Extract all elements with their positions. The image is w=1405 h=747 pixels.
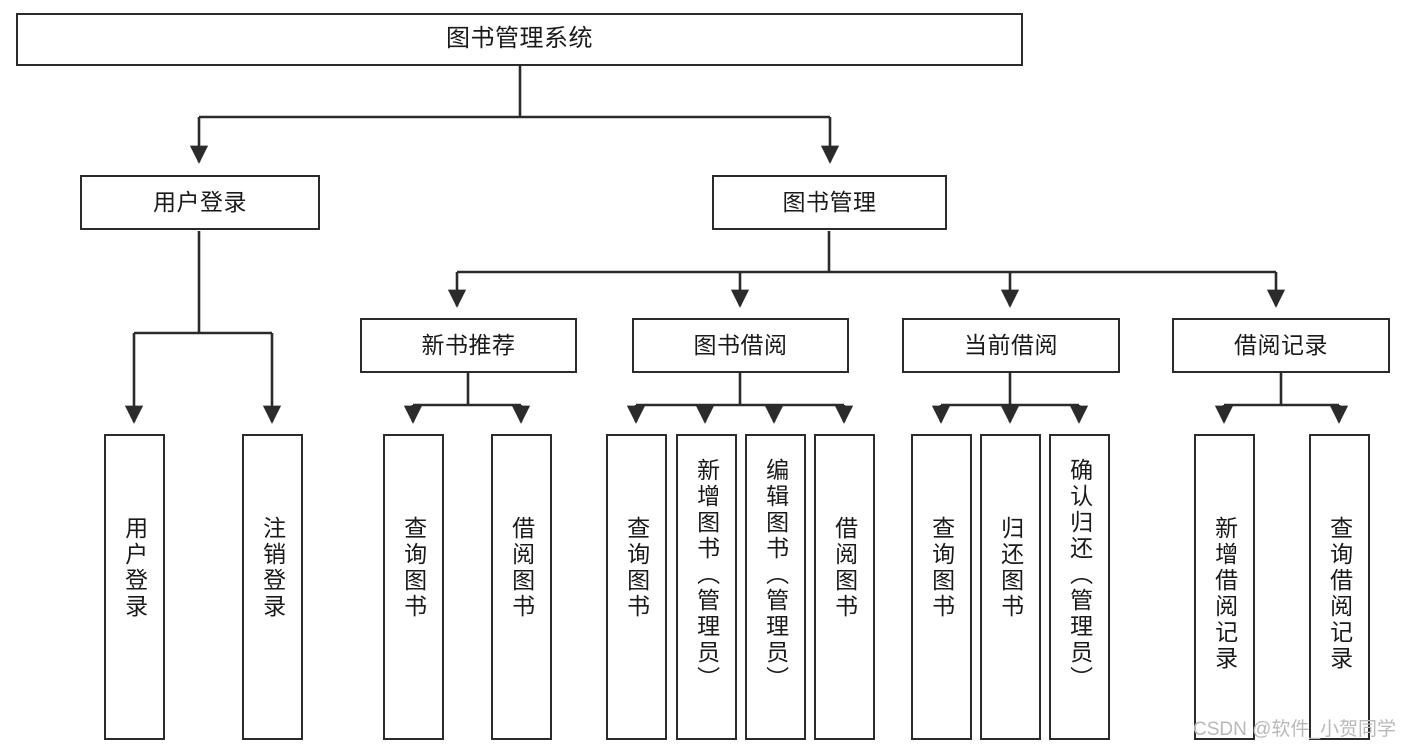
node-new-book-rec-label: 新书推荐 xyxy=(421,331,516,358)
node-root-label: 图书管理系统 xyxy=(446,25,593,53)
node-new-book-rec[interactable]: 新书推荐 xyxy=(360,318,577,373)
node-leaf-add-record-label: 新增借阅记录 xyxy=(1211,516,1238,672)
node-leaf-user-login-label: 用户登录 xyxy=(121,516,148,620)
node-book-manage[interactable]: 图书管理 xyxy=(712,175,947,230)
node-leaf-borrow-book-1[interactable]: 借阅图书 xyxy=(491,434,552,740)
csdn-watermark: CSDN @软件_小贺同学 xyxy=(1193,719,1396,740)
node-borrow-record-label: 借阅记录 xyxy=(1234,331,1328,358)
node-leaf-confirm-return-label: 确认归还（管理员） xyxy=(1066,458,1093,692)
node-leaf-add-record[interactable]: 新增借阅记录 xyxy=(1194,434,1255,740)
node-book-manage-label: 图书管理 xyxy=(782,188,877,215)
node-leaf-borrow-book-2[interactable]: 借阅图书 xyxy=(814,434,875,740)
node-leaf-user-login[interactable]: 用户登录 xyxy=(104,434,165,740)
node-book-borrow[interactable]: 图书借阅 xyxy=(632,318,849,373)
node-current-borrow[interactable]: 当前借阅 xyxy=(902,318,1120,373)
node-current-borrow-label: 当前借阅 xyxy=(964,331,1058,358)
node-leaf-query-record-label: 查询借阅记录 xyxy=(1326,516,1353,672)
node-leaf-query-book-3-label: 查询图书 xyxy=(928,516,955,620)
node-leaf-borrow-book-2-label: 借阅图书 xyxy=(831,516,858,620)
node-leaf-edit-book-label: 编辑图书（管理员） xyxy=(762,458,789,692)
node-leaf-query-book-2-label: 查询图书 xyxy=(623,516,650,620)
node-leaf-query-record[interactable]: 查询借阅记录 xyxy=(1309,434,1370,740)
node-leaf-query-book-1-label: 查询图书 xyxy=(400,516,427,620)
node-user-login-label: 用户登录 xyxy=(153,188,247,215)
node-borrow-record[interactable]: 借阅记录 xyxy=(1172,318,1390,373)
node-leaf-user-logout-label: 注销登录 xyxy=(259,516,286,620)
node-book-borrow-label: 图书借阅 xyxy=(693,331,788,358)
node-root[interactable]: 图书管理系统 xyxy=(16,13,1023,66)
node-leaf-add-book[interactable]: 新增图书（管理员） xyxy=(676,434,737,740)
node-leaf-query-book-2[interactable]: 查询图书 xyxy=(606,434,667,740)
node-leaf-borrow-book-1-label: 借阅图书 xyxy=(508,516,535,620)
node-leaf-confirm-return[interactable]: 确认归还（管理员） xyxy=(1049,434,1110,740)
node-leaf-edit-book[interactable]: 编辑图书（管理员） xyxy=(745,434,806,740)
node-leaf-user-logout[interactable]: 注销登录 xyxy=(242,434,303,740)
node-leaf-return-book-label: 归还图书 xyxy=(997,516,1024,620)
node-leaf-query-book-1[interactable]: 查询图书 xyxy=(383,434,444,740)
node-leaf-query-book-3[interactable]: 查询图书 xyxy=(911,434,972,740)
node-leaf-return-book[interactable]: 归还图书 xyxy=(980,434,1041,740)
node-user-login[interactable]: 用户登录 xyxy=(80,175,320,230)
node-leaf-add-book-label: 新增图书（管理员） xyxy=(693,458,720,692)
